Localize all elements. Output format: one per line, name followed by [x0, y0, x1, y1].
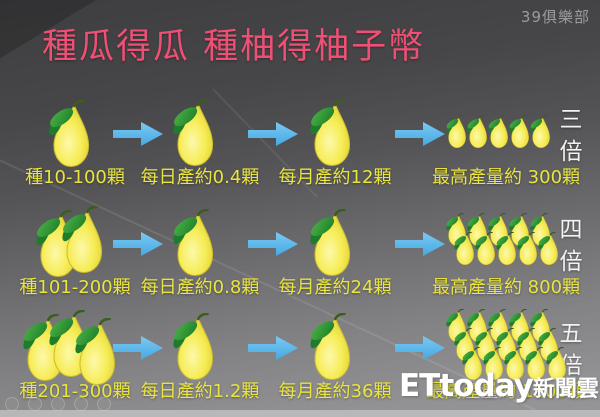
arrow-right-icon [247, 335, 299, 361]
pomelo-icon [167, 312, 221, 382]
max-yield-label: 最高產量約 1500顆 [426, 381, 586, 402]
plant-count-label: 種101-200顆 [19, 277, 131, 298]
pomelo-group-icon [8, 310, 132, 386]
page-title: 種瓜得瓜 種柚得柚子幣 [42, 27, 426, 67]
multiplier-label: 三倍 [555, 107, 581, 171]
plant-count-label: 種10-100顆 [25, 167, 125, 188]
flow-row-2: 種101-200顆 每日產約0.8顆 每月產約24顆 最高產量約 800顆 四倍 [0, 206, 600, 311]
arrow-right-icon [112, 231, 164, 257]
arrow-right-icon [394, 231, 446, 257]
faded-logo-dots [5, 397, 111, 411]
pomelo-cluster-icon [443, 115, 573, 149]
pomelo-icon [167, 98, 221, 168]
multiplier-label: 四倍 [555, 217, 581, 281]
news-watermark: ETtoday新聞雲 [399, 368, 599, 404]
arrow-right-icon [394, 121, 446, 147]
pomelo-icon [304, 208, 358, 278]
pomelo-icon [304, 98, 358, 168]
watermark-suffix-text: 新聞雲 [532, 377, 599, 402]
arrow-right-icon [247, 121, 299, 147]
flow-row-1: 種10-100顆 每日產約0.4顆 每月產約12顆 最高產量約 300顆 三倍 [0, 97, 600, 201]
arrow-right-icon [112, 121, 164, 147]
flow-row-3: 種201-300顆 每日產約1.2顆 每月產約36顆 最高產量約 1500顆 五… [0, 309, 600, 415]
monthly-yield-label: 每月產約12顆 [278, 167, 392, 188]
brand-label: 39俱樂部 [520, 8, 590, 26]
pomelo-cluster-icon [443, 213, 573, 266]
daily-yield-label: 每日產約1.2顆 [140, 381, 260, 402]
pomelo-icon [167, 208, 221, 278]
daily-yield-label: 每日產約0.8顆 [140, 277, 260, 298]
daily-yield-label: 每日產約0.4顆 [140, 167, 260, 188]
pomelo-icon [304, 312, 358, 382]
max-yield-label: 最高產量約 800顆 [431, 277, 581, 298]
monthly-yield-label: 每月產約24顆 [278, 277, 392, 298]
arrow-right-icon [394, 335, 446, 361]
monthly-yield-label: 每月產約36顆 [278, 381, 392, 402]
max-yield-label: 最高產量約 300顆 [431, 167, 581, 188]
watermark-logo-text: ETtoday [399, 368, 534, 404]
plant-count-label: 種201-300顆 [19, 381, 131, 402]
bottom-edge-strip [0, 410, 600, 417]
arrow-right-icon [247, 231, 299, 257]
